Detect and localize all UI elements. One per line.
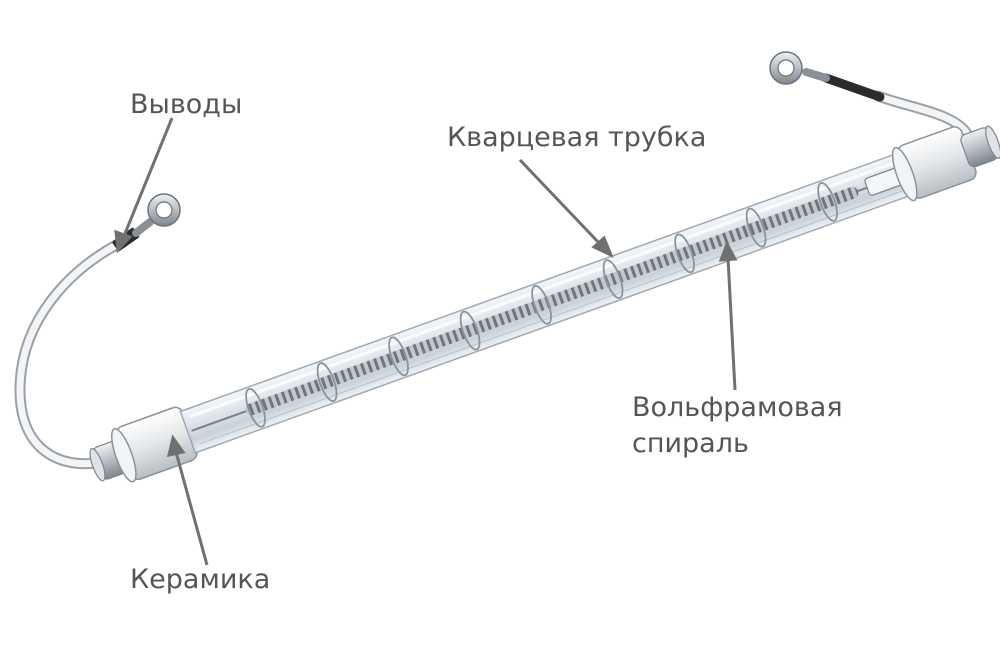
right-ring-terminal <box>769 51 803 85</box>
quartz-tube-leader <box>518 158 614 259</box>
tungsten-coil-label-line1: Вольфрамовая <box>632 392 843 423</box>
tungsten-coil-leader <box>718 240 738 391</box>
tungsten-coil-label-line2: спираль <box>632 428 749 459</box>
leader-lines <box>114 117 738 566</box>
coil-supports <box>245 181 838 428</box>
right-ceramic <box>891 126 977 202</box>
left-ring-terminal <box>147 193 181 227</box>
right-end-cap <box>960 125 1000 168</box>
ceramic-leader <box>166 434 209 566</box>
quartz-tube-label: Кварцевая трубка <box>447 122 707 153</box>
leads-leader <box>114 117 174 254</box>
tungsten-coil-label: Вольфрамовая спираль <box>632 390 843 462</box>
left-ceramic <box>110 406 198 483</box>
ceramic-label: Керамика <box>130 564 271 595</box>
leads-label: Выводы <box>130 89 243 120</box>
